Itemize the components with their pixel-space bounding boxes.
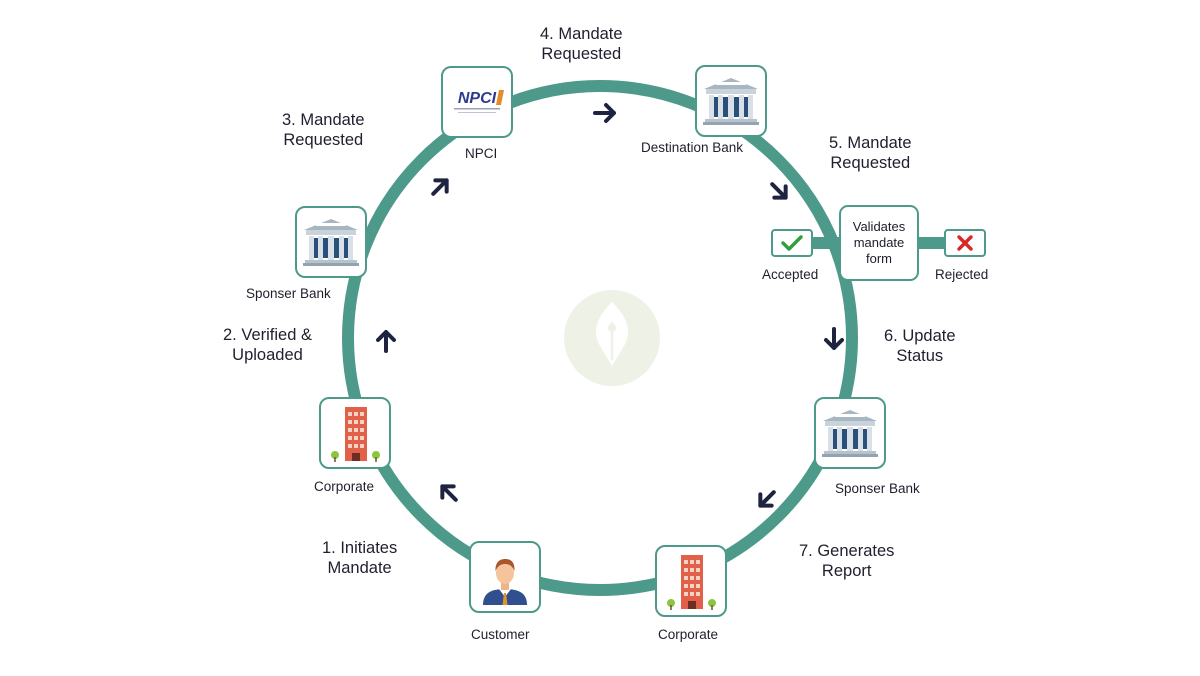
- step-4-line-2: Requested: [541, 45, 622, 63]
- accepted-label: Accepted: [762, 267, 819, 282]
- arrow-down-left-icon: [758, 490, 776, 508]
- rejected-box: [944, 229, 986, 257]
- step-4-label: 4. Mandate Requested: [540, 24, 623, 64]
- npci-logo-text: NPCI: [458, 90, 497, 107]
- sponser-bank-right-label: Sponser Bank: [835, 481, 920, 496]
- step-2-line-2: Uploaded: [232, 346, 303, 364]
- step-4-line-1: 4. Mandate: [540, 25, 623, 43]
- arrow-up-right-icon: [431, 178, 449, 196]
- corporate-left-node: [319, 397, 391, 469]
- step-1-label: 1. Initiates Mandate: [322, 538, 397, 578]
- office-building-icon: [667, 555, 716, 610]
- validates-mandate-form-box: Validates mandate form: [839, 205, 919, 281]
- step-1-line-2: Mandate: [327, 559, 392, 577]
- npci-label: NPCI: [465, 146, 498, 161]
- validate-line-3: form: [865, 251, 892, 266]
- arrow-right-icon: [593, 103, 616, 123]
- step-3-label: 3. Mandate Requested: [282, 110, 365, 150]
- flow-ring: [342, 80, 858, 596]
- destination-bank-label: Destination Bank: [641, 140, 744, 155]
- accepted-box: [771, 229, 813, 257]
- step-3-line-1: 3. Mandate: [282, 111, 365, 129]
- sponser-bank-left-node: [295, 206, 367, 278]
- arrow-down-icon: [824, 327, 844, 350]
- step-6-line-1: 6. Update: [884, 327, 956, 345]
- person-icon: [483, 559, 527, 605]
- arrow-down-right-icon: [770, 182, 788, 200]
- sponser-bank-left-label: Sponser Bank: [246, 286, 331, 301]
- step-1-line-1: 1. Initiates: [322, 539, 398, 557]
- step-5-line-2: Requested: [830, 154, 911, 172]
- cross-icon: [957, 235, 973, 251]
- step-3-line-2: Requested: [283, 131, 364, 149]
- step-2-label: 2. Verified & Uploaded: [223, 325, 312, 365]
- npci-logo: NPCI: [454, 90, 504, 113]
- customer-node: [469, 541, 541, 613]
- office-building-icon: [331, 407, 380, 462]
- destination-bank-node: [695, 65, 767, 137]
- validate-line-2: mandate: [853, 235, 905, 250]
- step-2-line-1: 2. Verified &: [223, 326, 312, 344]
- corporate-left-label: Corporate: [314, 479, 375, 494]
- bank-building-icon: [822, 410, 878, 457]
- sponser-bank-right-node: [814, 397, 886, 469]
- npci-node: NPCI: [441, 66, 513, 138]
- corporate-right-node: [655, 545, 727, 617]
- arrow-up-left-icon: [440, 484, 458, 502]
- arrow-up-icon: [376, 330, 396, 353]
- step-6-label: 6. Update Status: [884, 326, 956, 366]
- step-7-line-2: Report: [821, 562, 872, 580]
- validate-line-1: Validates: [852, 219, 906, 234]
- step-7-label: 7. Generates Report: [799, 541, 894, 581]
- step-7-line-1: 7. Generates: [799, 542, 895, 560]
- corporate-right-label: Corporate: [658, 627, 719, 642]
- bank-building-icon: [303, 219, 359, 266]
- step-5-label: 5. Mandate Requested: [829, 133, 912, 173]
- watermark-logo: [564, 290, 660, 386]
- step-6-line-2: Status: [896, 347, 944, 365]
- check-icon: [781, 235, 803, 251]
- rejected-label: Rejected: [935, 267, 989, 282]
- step-5-line-1: 5. Mandate: [829, 134, 912, 152]
- customer-label: Customer: [471, 627, 530, 642]
- bank-building-icon: [703, 78, 759, 125]
